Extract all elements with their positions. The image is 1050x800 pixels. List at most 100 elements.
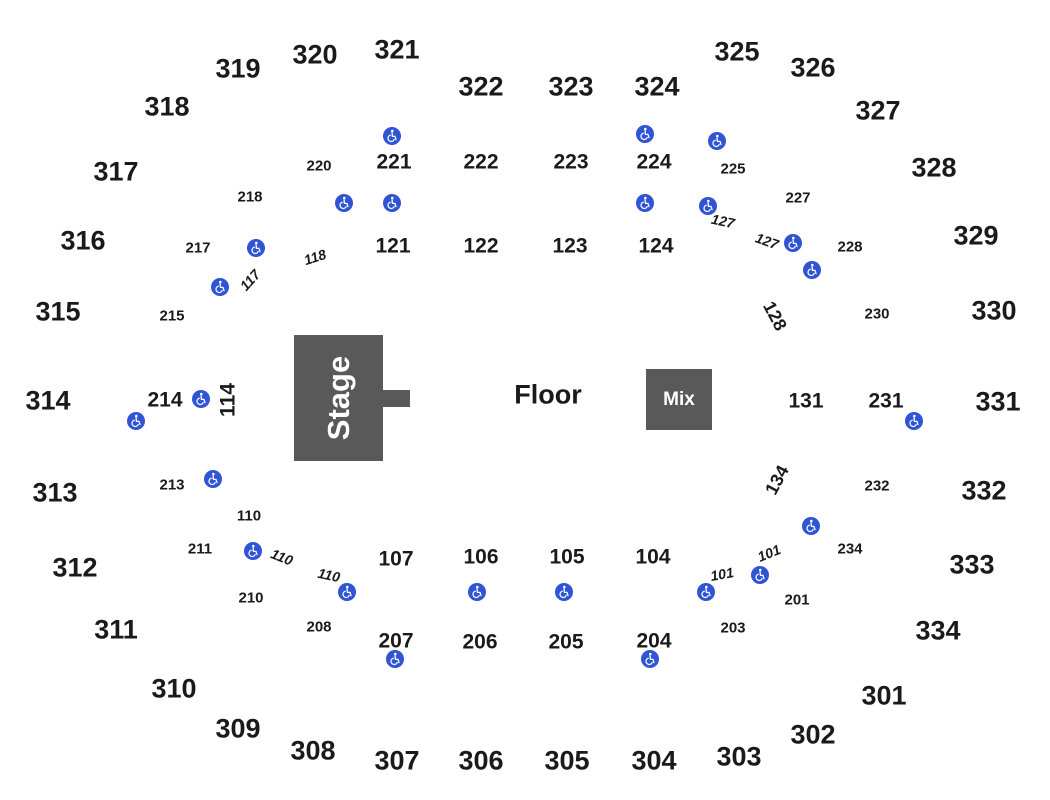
wheelchair-icon	[192, 390, 210, 408]
section-317[interactable]: 317	[93, 156, 139, 187]
section-313[interactable]: 313	[32, 477, 78, 508]
section-214[interactable]: 214	[147, 388, 183, 412]
section-210[interactable]: 210	[238, 589, 264, 607]
section-325[interactable]: 325	[714, 36, 760, 67]
section-123[interactable]: 123	[552, 234, 588, 258]
wheelchair-icon	[803, 261, 821, 279]
section-308[interactable]: 308	[290, 735, 336, 766]
section-203[interactable]: 203	[720, 619, 746, 637]
wheelchair-icon	[468, 583, 486, 601]
section-211[interactable]: 211	[187, 540, 213, 558]
section-221[interactable]: 221	[376, 150, 412, 174]
section-306[interactable]: 306	[458, 745, 504, 776]
section-104[interactable]: 104	[635, 545, 671, 569]
section-328[interactable]: 328	[911, 152, 957, 183]
section-309[interactable]: 309	[215, 713, 261, 744]
section-111[interactable]: 110	[236, 507, 262, 525]
section-316[interactable]: 316	[60, 225, 106, 256]
section-204[interactable]: 204	[636, 629, 672, 653]
wheelchair-icon	[699, 197, 717, 215]
wheelchair-icon	[636, 125, 654, 143]
section-312[interactable]: 312	[52, 552, 98, 583]
section-318[interactable]: 318	[144, 91, 190, 122]
section-304[interactable]: 304	[631, 745, 677, 776]
section-121[interactable]: 121	[375, 234, 411, 258]
section-315[interactable]: 315	[35, 296, 81, 327]
section-127-b[interactable]: 127	[753, 229, 781, 253]
section-128[interactable]: 128	[759, 298, 791, 334]
wheelchair-icon	[335, 194, 353, 212]
mix-booth[interactable]: Mix	[646, 369, 712, 430]
section-118[interactable]: 118	[301, 245, 329, 269]
section-114[interactable]: 114	[216, 383, 240, 417]
stage-block[interactable]: Stage	[294, 335, 383, 461]
section-207[interactable]: 207	[378, 629, 414, 653]
section-302[interactable]: 302	[790, 719, 836, 750]
section-227[interactable]: 227	[785, 189, 811, 207]
section-107[interactable]: 107	[378, 547, 414, 571]
section-303[interactable]: 303	[716, 741, 762, 772]
section-310[interactable]: 310	[151, 673, 197, 704]
section-225[interactable]: 225	[720, 160, 746, 178]
wheelchair-icon	[211, 278, 229, 296]
section-223[interactable]: 223	[553, 150, 589, 174]
section-330[interactable]: 330	[971, 295, 1017, 326]
section-208[interactable]: 208	[306, 618, 332, 636]
section-131[interactable]: 131	[788, 389, 824, 413]
section-234[interactable]: 234	[837, 540, 863, 558]
floor-label[interactable]: Floor	[514, 379, 582, 410]
section-220[interactable]: 220	[306, 157, 332, 175]
section-117[interactable]: 117	[236, 266, 264, 294]
section-122[interactable]: 122	[463, 234, 499, 258]
section-231[interactable]: 231	[868, 389, 904, 413]
wheelchair-icon	[383, 194, 401, 212]
section-320[interactable]: 320	[292, 39, 338, 70]
section-218[interactable]: 218	[237, 188, 263, 206]
section-326[interactable]: 326	[790, 52, 836, 83]
section-321[interactable]: 321	[374, 34, 420, 65]
section-215[interactable]: 215	[159, 307, 185, 325]
wheelchair-icon	[247, 239, 265, 257]
section-110-b[interactable]: 110	[316, 564, 342, 586]
wheelchair-icon	[555, 583, 573, 601]
section-332[interactable]: 332	[961, 475, 1007, 506]
section-311[interactable]: 311	[94, 614, 138, 645]
section-307[interactable]: 307	[374, 745, 420, 776]
section-305[interactable]: 305	[544, 745, 590, 776]
wheelchair-icon	[802, 517, 820, 535]
section-301[interactable]: 301	[861, 680, 907, 711]
section-319[interactable]: 319	[215, 53, 261, 84]
section-230[interactable]: 230	[864, 305, 890, 323]
section-329[interactable]: 329	[953, 220, 999, 251]
section-333[interactable]: 333	[949, 549, 995, 580]
section-232[interactable]: 232	[864, 477, 890, 495]
section-105[interactable]: 105	[549, 545, 585, 569]
section-327[interactable]: 327	[855, 95, 901, 126]
section-322[interactable]: 322	[458, 71, 504, 102]
section-224[interactable]: 224	[636, 150, 672, 174]
section-323[interactable]: 323	[548, 71, 594, 102]
section-331[interactable]: 331	[975, 386, 1021, 417]
wheelchair-icon	[641, 650, 659, 668]
section-106[interactable]: 106	[463, 545, 499, 569]
section-222[interactable]: 222	[463, 150, 499, 174]
section-228[interactable]: 228	[837, 238, 863, 256]
section-124[interactable]: 124	[638, 234, 674, 258]
section-206[interactable]: 206	[462, 630, 498, 654]
section-213[interactable]: 213	[159, 476, 185, 494]
section-101-a[interactable]: 101	[709, 564, 735, 584]
section-101-b[interactable]: 101	[755, 541, 783, 565]
section-134[interactable]: 134	[761, 462, 793, 498]
section-201[interactable]: 201	[784, 591, 810, 609]
section-205[interactable]: 205	[548, 630, 584, 654]
wheelchair-icon	[636, 194, 654, 212]
mix-label: Mix	[663, 388, 695, 410]
section-314[interactable]: 314	[25, 385, 71, 416]
section-334[interactable]: 334	[915, 615, 961, 646]
section-110-a[interactable]: 110	[268, 545, 296, 569]
section-217[interactable]: 217	[185, 239, 211, 257]
section-324[interactable]: 324	[634, 71, 680, 102]
wheelchair-icon	[244, 542, 262, 560]
wheelchair-icon	[386, 650, 404, 668]
